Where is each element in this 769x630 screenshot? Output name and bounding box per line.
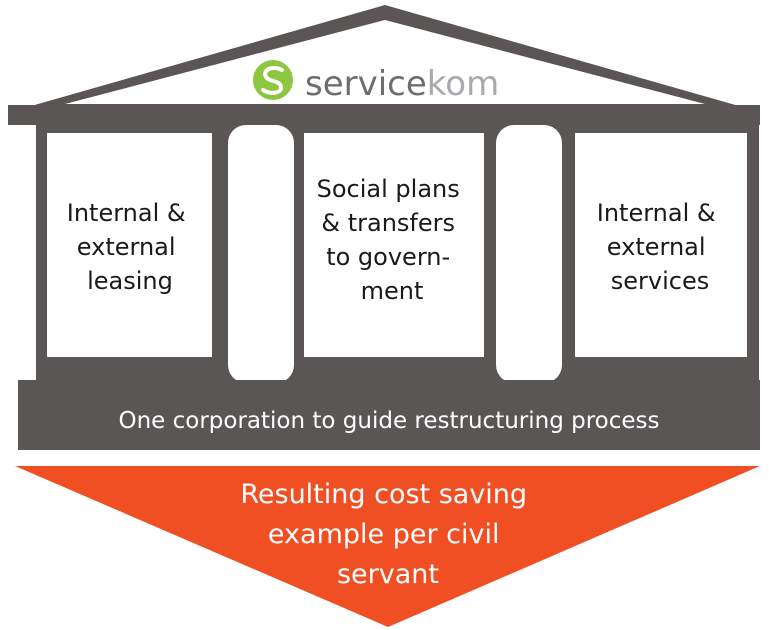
gap-column-1-face	[228, 125, 294, 383]
base-platform	[18, 380, 760, 450]
pillar-3-text: Internal & external services	[597, 199, 723, 295]
result-text: Resulting cost saving example per civil …	[240, 479, 535, 590]
roof-inner	[65, 20, 705, 104]
pillar-2-panel	[304, 133, 484, 357]
gap-column-2-face	[496, 125, 562, 383]
pillar-1-text: Internal & external leasing	[67, 199, 193, 295]
logo-text-light: kom	[427, 64, 499, 104]
logo-text-dark: service	[305, 64, 427, 104]
pillar-3-panel	[575, 133, 747, 357]
servicekom-logo: servicekom	[253, 60, 499, 104]
logo-s-swoosh	[261, 66, 284, 95]
pillar-2-text: Social plans & transfers to govern- ment	[317, 175, 468, 305]
base-text: One corporation to guide restructuring p…	[118, 408, 659, 434]
result-arrow	[15, 466, 760, 627]
pillar-1-panel	[47, 133, 212, 357]
svg-text:servicekom: servicekom	[305, 64, 499, 104]
